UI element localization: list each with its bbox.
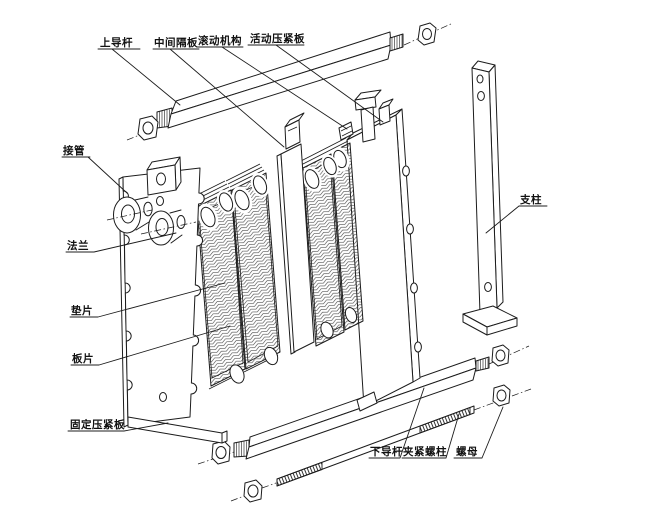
label-clamping-stud-text: 夹紧螺柱 xyxy=(403,445,447,458)
stud-nut xyxy=(243,479,263,503)
rod-mount-boss xyxy=(146,156,182,196)
label-upper-guide-rod: 上导杆 xyxy=(97,36,181,106)
plate-foot xyxy=(356,391,378,412)
callout-labels: 上导杆 中间隔板 滚动机构 活动压紧板 接管 法兰 垫片 板片 xyxy=(61,32,548,459)
stud-nut xyxy=(492,384,511,407)
label-fixed-pressure-plate-text: 固定压紧板 xyxy=(70,418,125,431)
label-support-column-text: 支柱 xyxy=(519,193,542,206)
label-gasket: 垫片 xyxy=(69,282,226,318)
label-connecting-pipe: 接管 xyxy=(61,144,128,194)
label-upper-guide-rod-text: 上导杆 xyxy=(100,36,133,49)
rod-end-nut xyxy=(211,440,231,465)
label-flange-text: 法兰 xyxy=(67,239,89,252)
label-movable-pressure-plate-text: 活动压紧板 xyxy=(250,32,305,45)
rod-end-nut xyxy=(491,344,510,367)
flange-disc xyxy=(113,196,141,234)
label-nut: 螺母 xyxy=(453,406,504,459)
rod-end-nut xyxy=(417,22,437,46)
label-plate: 板片 xyxy=(70,325,231,366)
connecting-pipe-lower xyxy=(140,209,197,246)
base-foot-bar xyxy=(127,416,228,444)
label-rolling-mechanism-text: 滚动机构 xyxy=(198,34,242,47)
fixed-pressure-plate xyxy=(106,156,228,444)
label-gasket-text: 垫片 xyxy=(71,304,93,317)
plate-group-left xyxy=(190,163,281,390)
middle-partition-plate xyxy=(276,112,315,355)
label-rolling-mechanism: 滚动机构 xyxy=(196,34,348,130)
label-middle-partition-plate-text: 中间隔板 xyxy=(154,36,198,49)
label-lower-guide-rod: 下导杆 xyxy=(368,387,425,459)
plate-group-right xyxy=(298,137,364,347)
label-middle-partition-plate: 中间隔板 xyxy=(152,36,285,148)
label-lower-guide-rod-text: 下导杆 xyxy=(370,445,403,458)
support-column xyxy=(462,60,518,336)
clamping-stud xyxy=(230,384,532,503)
rod-end-nut xyxy=(137,115,159,141)
label-nut-text: 螺母 xyxy=(456,445,478,458)
label-connecting-pipe-text: 接管 xyxy=(63,144,85,157)
label-flange: 法兰 xyxy=(65,232,177,253)
upper-guide-rod xyxy=(126,22,454,141)
label-clamping-stud: 夹紧螺柱 xyxy=(401,413,460,459)
flange-disc xyxy=(148,210,174,246)
label-plate-text: 板片 xyxy=(72,352,94,365)
label-movable-pressure-plate: 活动压紧板 xyxy=(247,32,384,123)
label-support-column: 支柱 xyxy=(485,193,548,234)
label-fixed-pressure-plate: 固定压紧板 xyxy=(67,418,169,432)
connecting-pipe-upper xyxy=(106,196,153,234)
